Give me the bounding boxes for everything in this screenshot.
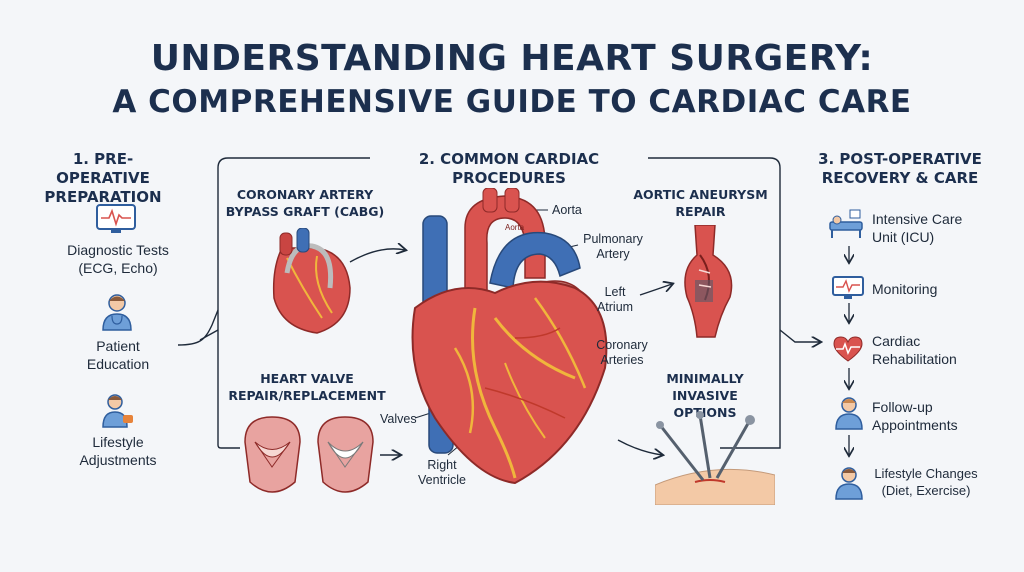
person-icon xyxy=(835,467,863,500)
pre-op-heading-line1: 1. PRE-OPERATIVE xyxy=(56,150,150,187)
hospital-bed-icon xyxy=(829,209,863,238)
followup-line2: Appointments xyxy=(872,417,958,433)
coronary-line1: Coronary xyxy=(596,338,648,352)
minimally-invasive-illustration xyxy=(655,411,775,505)
aneurysm-heading: AORTIC ANEURYSM REPAIR xyxy=(628,186,773,220)
education-line2: Education xyxy=(86,356,150,372)
doctor-icon xyxy=(102,294,132,331)
rehab-line2: Rehabilitation xyxy=(872,351,957,367)
icu-line1: Intensive Care xyxy=(872,211,963,227)
minimal-heading: MINIMALLY INVASIVE OPTIONS xyxy=(640,370,770,421)
procedures-heading: 2. COMMON CARDIAC PROCEDURES xyxy=(418,150,600,187)
post-op-heading-line2: RECOVERY & CARE xyxy=(821,169,979,187)
post-op-heading: 3. POST-OPERATIVE RECOVERY & CARE xyxy=(815,150,985,188)
post-op-item-monitoring: Monitoring xyxy=(872,280,992,298)
education-line1: Patient xyxy=(96,338,140,354)
cabg-illustration xyxy=(272,228,351,334)
title-line-2: A COMPREHENSIVE GUIDE TO CARDIAC CARE xyxy=(112,84,912,120)
coronary-line2: Arteries xyxy=(600,353,644,367)
doctor-followup-icon xyxy=(835,397,863,430)
label-pulmonary-artery: Pulmonary Artery xyxy=(578,232,648,262)
left-atrium-line1: Left xyxy=(604,285,626,299)
lifestyle-changes-line2: (Diet, Exercise) xyxy=(881,483,971,498)
post-op-heading-line1: 3. POST-OPERATIVE xyxy=(818,150,982,168)
pulmonary-line2: Artery xyxy=(596,247,630,261)
post-op-item-rehab: Cardiac Rehabilitation xyxy=(872,332,1002,368)
pulmonary-line1: Pulmonary xyxy=(583,232,643,246)
label-right-ventricle: Right Ventricle xyxy=(412,458,472,488)
post-op-item-icu: Intensive Care Unit (ICU) xyxy=(872,210,992,246)
heart-illustration xyxy=(411,188,608,485)
label-aorta: Aorta xyxy=(552,203,582,217)
valve-illustration xyxy=(244,416,374,493)
valve-heading: HEART VALVE REPAIR/REPLACEMENT xyxy=(222,370,392,404)
valve-line1: HEART VALVE xyxy=(260,371,354,386)
left-atrium-line2: Atrium xyxy=(596,300,634,314)
icu-line2: Unit (ICU) xyxy=(872,229,935,245)
lifestyle-changes-line1: Lifestyle Changes xyxy=(874,466,978,481)
diagnostic-line1: Diagnostic Tests xyxy=(67,242,169,258)
post-op-item-followup: Follow-up Appointments xyxy=(872,398,1002,434)
lifestyle-line1: Lifestyle xyxy=(92,434,144,450)
title-line-1: UNDERSTANDING HEART SURGERY: xyxy=(150,38,874,79)
person-exercise-icon xyxy=(102,394,133,428)
pre-op-item-diagnostic: Diagnostic Tests (ECG, Echo) xyxy=(28,241,208,277)
followup-line1: Follow-up xyxy=(872,399,933,415)
label-coronary-arteries: Coronary Arteries xyxy=(592,338,652,368)
aneurysm-illustration xyxy=(684,225,733,338)
pre-op-heading: 1. PRE-OPERATIVE PREPARATION xyxy=(28,150,178,207)
valve-line2: REPAIR/REPLACEMENT xyxy=(228,388,386,403)
pre-op-item-education: Patient Education xyxy=(28,337,208,373)
monitoring-line1: Monitoring xyxy=(872,281,938,297)
monitor-icon xyxy=(832,276,864,299)
aneurysm-line2: REPAIR xyxy=(675,204,726,219)
heart-pulse-icon xyxy=(833,336,863,362)
minimal-line1: MINIMALLY xyxy=(666,371,744,386)
monitor-ecg-icon xyxy=(96,204,136,233)
lifestyle-line2: Adjustments xyxy=(79,452,157,468)
cabg-line1: CORONARY ARTERY xyxy=(236,187,374,202)
cabg-line2: BYPASS GRAFT (CABG) xyxy=(225,204,385,219)
label-valves: Valves xyxy=(380,412,417,426)
post-op-item-lifestyle: Lifestyle Changes (Diet, Exercise) xyxy=(866,465,986,499)
diagnostic-line2: (ECG, Echo) xyxy=(78,260,158,276)
right-ventricle-line1: Right xyxy=(427,458,457,472)
right-ventricle-line2: Ventricle xyxy=(418,473,466,487)
pre-op-heading-line2: PREPARATION xyxy=(44,188,162,206)
minimal-line2: INVASIVE OPTIONS xyxy=(672,388,738,420)
aneurysm-line1: AORTIC ANEURYSM xyxy=(633,187,768,202)
label-aorta-inner: Aorta xyxy=(505,223,525,232)
label-left-atrium: Left Atrium xyxy=(590,285,640,315)
pre-op-item-lifestyle: Lifestyle Adjustments xyxy=(28,433,208,469)
cabg-heading: CORONARY ARTERY BYPASS GRAFT (CABG) xyxy=(225,186,385,220)
rehab-line1: Cardiac xyxy=(872,333,921,349)
